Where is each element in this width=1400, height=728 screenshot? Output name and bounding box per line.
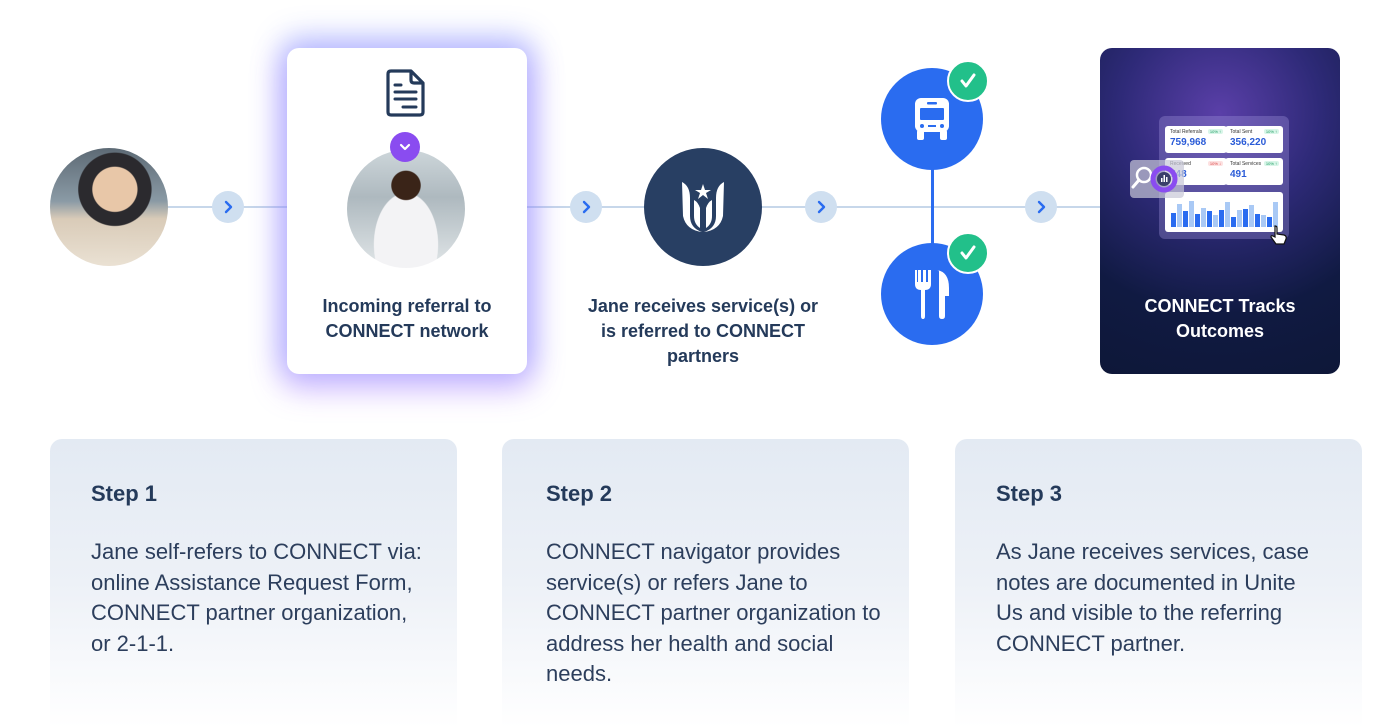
mini-chart-bar	[1273, 202, 1278, 227]
step-2-title: Step 2	[546, 481, 613, 506]
mini-chart-bar	[1219, 210, 1224, 227]
stat-total-sent: Total Sent 10% ↑ 356,220	[1225, 126, 1283, 153]
chevron-right-icon	[582, 200, 591, 214]
dashboard-mini-chart	[1165, 192, 1283, 232]
step-1-title: Step 1	[91, 481, 158, 506]
chevron-right-icon	[224, 200, 233, 214]
mini-chart-bar	[1261, 215, 1266, 227]
connect-logo	[644, 148, 762, 266]
analytics-lens	[1130, 160, 1184, 198]
step-1-card: Step 1 Jane self-refers to CONNECT via: …	[50, 439, 457, 728]
fork-knife-icon	[915, 270, 949, 319]
mini-chart-bar	[1249, 204, 1254, 227]
tracks-outcomes-card: Total Referrals 10% ↑ 759,968 Total Sent…	[1100, 48, 1340, 374]
document-icon	[386, 69, 425, 117]
step-1-description: Jane self-refers to CONNECT via: online …	[91, 539, 422, 656]
mini-chart-bar	[1237, 210, 1242, 227]
mini-chart-bar	[1195, 214, 1200, 227]
mini-chart-bar	[1189, 201, 1194, 227]
stat-total-referrals: Total Referrals 10% ↑ 759,968	[1165, 126, 1227, 153]
jane-avatar	[50, 148, 168, 266]
mini-chart-bar	[1243, 208, 1248, 227]
mini-chart-bar	[1231, 216, 1236, 227]
mini-chart-bar	[1171, 212, 1176, 227]
step-3-description: As Jane receives services, case notes ar…	[996, 539, 1310, 656]
tracks-outcomes-title: CONNECT Tracks Outcomes	[1144, 296, 1296, 341]
connect-logo-icon	[682, 182, 724, 232]
checkmark-icon	[960, 73, 976, 88]
connector-chevron-3	[805, 191, 837, 223]
pointer-hand-icon	[1270, 225, 1287, 245]
incoming-referral-title: Incoming referral to CONNECT network	[322, 296, 492, 341]
mini-chart-bar	[1201, 207, 1206, 227]
mini-chart-bar	[1213, 215, 1218, 227]
bus-icon	[915, 98, 949, 140]
food-status	[947, 232, 989, 274]
step-3-card: Step 3 As Jane receives services, case n…	[955, 439, 1362, 728]
referral-badge	[390, 132, 420, 162]
connector-chevron-1	[212, 191, 244, 223]
chevron-right-icon	[1037, 200, 1046, 214]
chevron-down-icon	[399, 143, 411, 151]
incoming-referral-card: Incoming referral to CONNECT network	[287, 48, 527, 374]
mini-chart-bar	[1207, 211, 1212, 227]
navigator-avatar	[347, 150, 465, 268]
connector-chevron-4	[1025, 191, 1057, 223]
service-caption: Jane receives service(s) or is referred …	[587, 296, 819, 366]
step-2-card: Step 2 CONNECT navigator provides servic…	[502, 439, 909, 728]
mini-chart-bar	[1225, 202, 1230, 227]
magnifier-analytics-icon	[1131, 165, 1178, 193]
dashboard-preview: Total Referrals 10% ↑ 759,968 Total Sent…	[1159, 116, 1289, 239]
flow-connector-line	[160, 206, 1110, 208]
checkmark-icon	[960, 245, 976, 260]
services-connector	[931, 150, 934, 260]
stat-total-services: Total Services 10% ↑ 491	[1225, 158, 1283, 185]
mini-chart-bar	[1267, 216, 1272, 227]
step-3-title: Step 3	[996, 481, 1063, 506]
mini-chart-bar	[1255, 214, 1260, 227]
connector-chevron-2	[570, 191, 602, 223]
mini-chart-bar	[1177, 203, 1182, 227]
transportation-status	[947, 60, 989, 102]
step-2-description: CONNECT navigator provides service(s) or…	[546, 539, 881, 686]
chevron-right-icon	[817, 200, 826, 214]
mini-chart-bar	[1183, 211, 1188, 227]
